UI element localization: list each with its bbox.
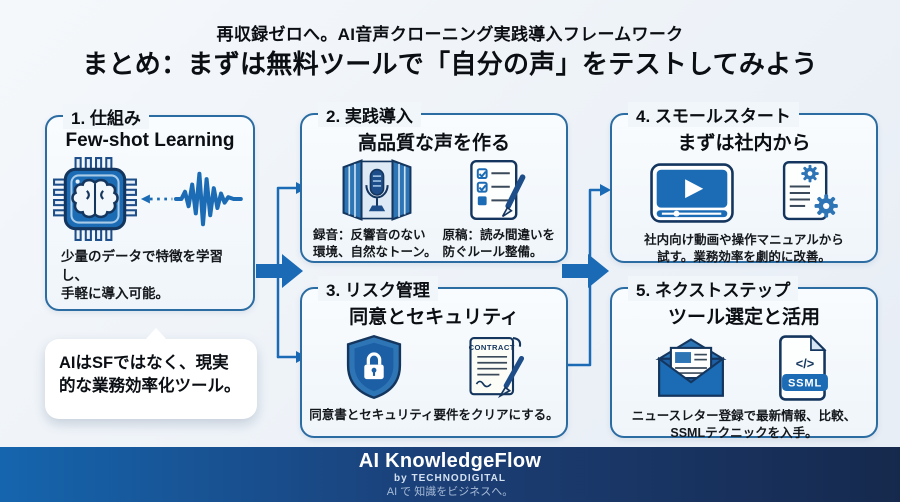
brand-name: AI KnowledgeFlow <box>358 449 542 472</box>
script-checklist-icon <box>470 160 526 220</box>
callout-text: AIはSFではなく、現実 的な業務効率化ツール。 <box>59 354 241 396</box>
card2-caption-recording: 録音：反響音のない 環境、自然なトーン。 <box>312 228 437 260</box>
brand-tagline: AI で 知識をビジネスへ。 <box>386 485 514 498</box>
flow-arrow-stage1 <box>256 254 303 288</box>
card-small-start: 4. スモールスタート まずは社内から <box>610 102 878 264</box>
card-mechanism: 1. 仕組み Few-shot Learning <box>45 104 255 311</box>
waveform-icon <box>140 171 243 227</box>
newsletter-envelope-icon <box>655 338 727 397</box>
video-player-icon <box>650 163 734 223</box>
connector-card3-to-card4 <box>566 188 602 367</box>
card1-caption: 少量のデータで特徴を学習し、 手軽に導入可能。 <box>61 249 223 302</box>
card4-caption: 社内向け動画や操作マニュアルから 試す。業務効率を劇的に改善。 <box>644 233 844 265</box>
card1-subtitle: Few-shot Learning <box>65 130 235 151</box>
card3-caption: 同意書とセキュリティ要件をクリアにする。 <box>309 408 559 422</box>
ssml-file-icon: </> SSML <box>779 334 828 401</box>
shield-lock-icon <box>346 334 402 400</box>
footer-banner: AI KnowledgeFlow by TECHNODIGITAL AI で 知… <box>0 447 900 502</box>
code-glyph: </> <box>796 356 814 371</box>
card5-step-label: 5. ネクストステップ <box>628 276 799 301</box>
header-subtitle: 再収録ゼロへ。AI音声クローニング実践導入フレームワーク <box>216 25 684 44</box>
card4-step-label: 4. スモールスタート <box>628 102 799 127</box>
contract-label: CONTRACT <box>469 343 515 352</box>
card-implementation: 2. 実践導入 高品質な声を作る <box>300 102 568 263</box>
card2-caption-script: 原稿：読み間違いを 防ぐルール整備。 <box>442 228 556 260</box>
card2-step-label: 2. 実践導入 <box>318 102 421 127</box>
card5-caption: ニュースレター登録で最新情報、比較、 SSMLテクニックを入手。 <box>631 409 857 441</box>
card3-subtitle: 同意とセキュリティ <box>349 307 519 328</box>
card5-subtitle: ツール選定と活用 <box>667 307 820 328</box>
ssml-label: SSML <box>788 378 822 390</box>
brand-byline: by TECHNODIGITAL <box>394 472 506 484</box>
branch-connector-left <box>276 186 298 359</box>
card-next-step: 5. ネクストステップ ツール選定と活用 </> SSML ニュースレター登録で… <box>610 276 878 440</box>
contract-icon: CONTRACT <box>469 337 525 399</box>
page-title: まとめ：まずは無料ツールで「自分の声」をテストしてみよう <box>82 49 818 79</box>
callout-pointer <box>145 328 167 340</box>
card2-subtitle: 高品質な声を作る <box>357 133 510 154</box>
recording-booth-icon <box>342 159 412 221</box>
card4-subtitle: まずは社内から <box>677 133 811 154</box>
chip-brain-icon <box>53 157 137 241</box>
flow-arrow-stage2 <box>562 254 609 288</box>
callout-box: AIはSFではなく、現実 的な業務効率化ツール。 <box>45 328 257 419</box>
manual-gears-icon <box>782 161 838 221</box>
card1-step-label: 1. 仕組み <box>63 104 149 129</box>
card-risk-management: 3. リスク管理 同意とセキュリティ CONTRACT 同意書とセキュリティ <box>300 276 568 438</box>
card3-step-label: 3. リスク管理 <box>318 276 438 301</box>
